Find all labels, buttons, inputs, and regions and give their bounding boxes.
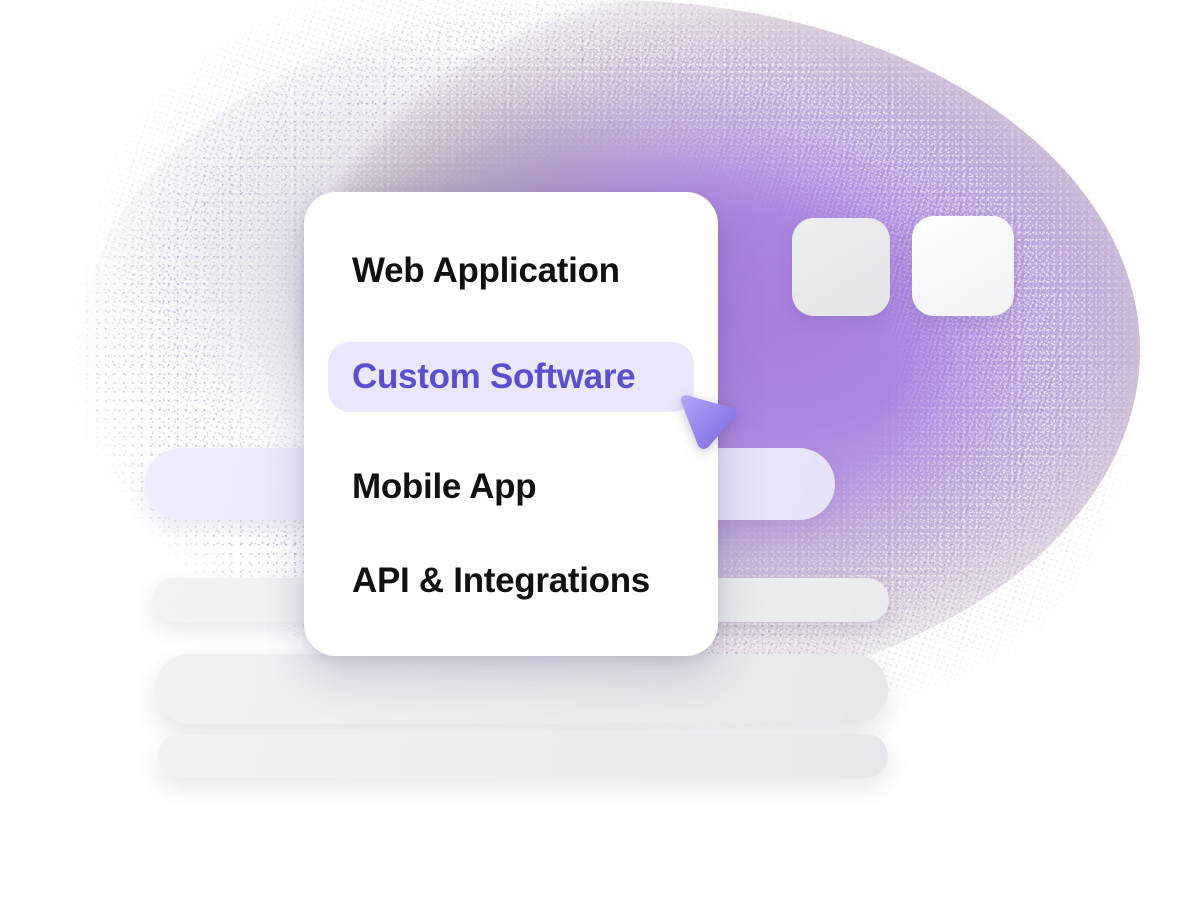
dropdown-option-list: Web Application Custom Software Mobile A… [304,192,718,656]
dropdown-option-label: Custom Software [352,357,636,396]
service-type-dropdown: Web Application Custom Software Mobile A… [304,192,718,656]
dropdown-option-api-integrations[interactable]: API & Integrations [328,546,694,616]
placeholder-bar-3 [155,654,888,724]
placeholder-tile-right [912,216,1014,316]
placeholder-bar-4 [158,734,888,778]
dropdown-option-label: Mobile App [352,467,537,506]
dropdown-option-label: Web Application [352,251,620,290]
dropdown-option-web-application[interactable]: Web Application [328,236,694,306]
dropdown-option-mobile-app[interactable]: Mobile App [328,452,694,522]
placeholder-tile-left [792,218,890,316]
dropdown-option-custom-software[interactable]: Custom Software [328,342,694,412]
dropdown-option-label: API & Integrations [352,561,650,600]
